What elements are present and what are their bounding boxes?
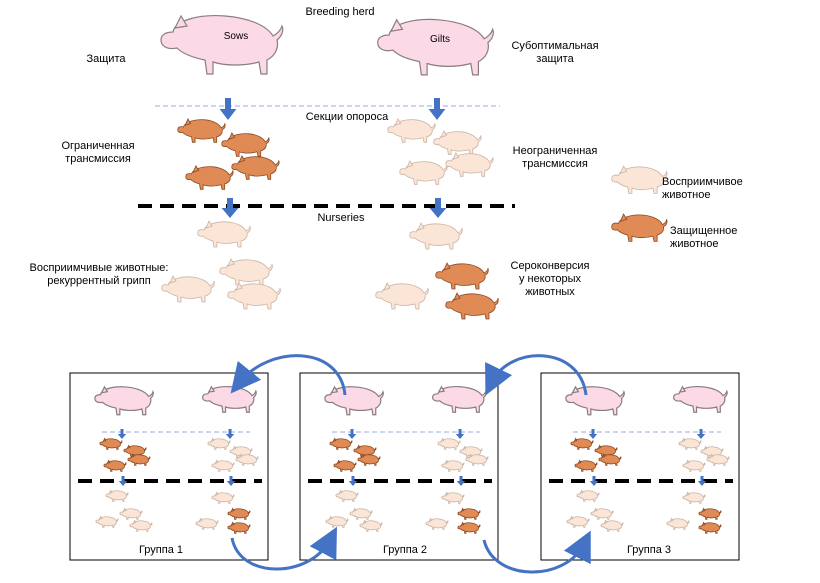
down-arrow-icon <box>588 429 598 439</box>
label-susceptible-recurrent: Восприимчивые животные: рекуррентный гри… <box>29 262 169 287</box>
susceptible-piglet-icon <box>375 282 429 310</box>
protected-piglet-icon <box>185 165 234 190</box>
down-arrow-icon <box>226 476 236 486</box>
down-arrow-icon <box>219 98 237 120</box>
curved-arrow-icon <box>482 530 591 574</box>
susceptible-piglet-icon <box>433 130 482 155</box>
down-arrow-icon <box>428 98 446 120</box>
legend-susceptible-icon <box>611 165 668 194</box>
susceptible-piglet-icon <box>399 160 448 185</box>
label-gilts: Gilts <box>430 34 450 45</box>
down-arrow-icon <box>696 429 706 439</box>
down-arrow-icon <box>455 429 465 439</box>
group-1-label: Группа 1 <box>138 544 184 556</box>
label-seroconversion: Сероконверсия у некоторых животных <box>510 260 590 298</box>
susceptible-piglet-icon <box>197 220 251 248</box>
susceptible-piglet-icon <box>445 152 494 177</box>
down-arrow-icon <box>348 476 358 486</box>
label-farrowing-sections: Секции опороса <box>305 111 389 123</box>
sow-icon <box>160 15 284 75</box>
label-nurseries: Nurseries <box>317 212 365 224</box>
gilt-icon <box>377 18 494 76</box>
down-arrow-icon <box>221 198 239 218</box>
group-3-label: Группа 3 <box>626 544 672 556</box>
legend-protected-icon <box>611 213 668 242</box>
down-arrow-icon <box>589 476 599 486</box>
label-unlimited-transmission: Неограниченная трансмиссия <box>512 145 598 170</box>
protected-piglet-icon <box>445 292 499 320</box>
down-arrow-icon <box>697 476 707 486</box>
curved-arrow-icon <box>485 354 588 396</box>
susceptible-piglet-icon <box>219 258 273 286</box>
susceptible-piglet-icon <box>227 282 281 310</box>
susceptible-piglet-icon <box>409 222 463 250</box>
label-sows: Sows <box>223 31 249 42</box>
label-protection: Защита <box>86 53 126 65</box>
protected-piglet-icon <box>177 118 226 143</box>
curved-arrow-icon <box>230 354 347 396</box>
label-suboptimal-protection: Субоптимальная защита <box>511 40 599 65</box>
down-arrow-icon <box>118 476 128 486</box>
down-arrow-icon <box>117 429 127 439</box>
protected-piglet-icon <box>435 262 489 290</box>
label-limited-transmission: Ограниченная трансмиссия <box>61 140 135 165</box>
legend-susceptible-label: Восприимчивое животное <box>662 176 743 201</box>
title-breeding-herd: Breeding herd <box>305 6 375 18</box>
down-arrow-icon <box>225 429 235 439</box>
down-arrow-icon <box>347 429 357 439</box>
legend-protected-label: Защищенное животное <box>670 225 738 250</box>
protected-piglet-icon <box>231 155 280 180</box>
curved-arrow-icon <box>230 526 338 571</box>
down-arrow-icon <box>456 476 466 486</box>
group-2-label: Группа 2 <box>382 544 428 556</box>
protected-piglet-icon <box>221 132 270 157</box>
down-arrow-icon <box>429 198 447 218</box>
